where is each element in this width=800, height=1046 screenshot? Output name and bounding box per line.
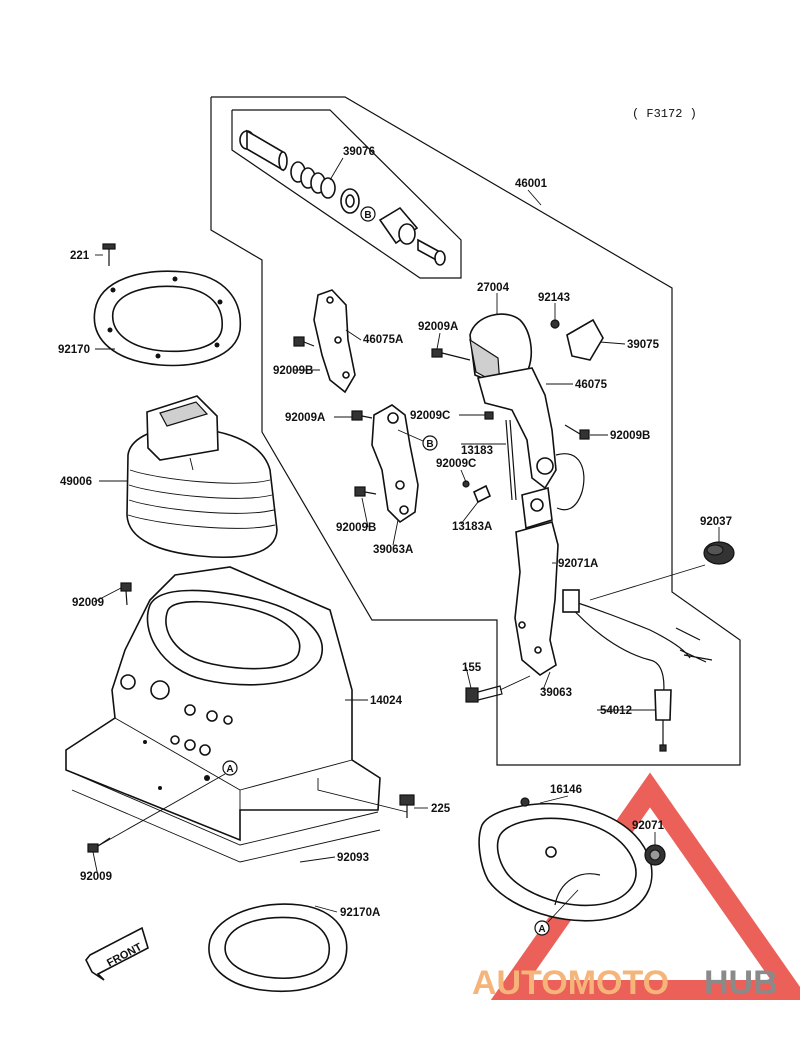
label-92071: 92071: [632, 820, 665, 832]
label-16146: 16146: [550, 784, 582, 796]
clip-13183A: [462, 480, 492, 504]
assembly-outline: [210, 96, 741, 766]
label-13183: 13183: [461, 445, 493, 457]
boot-49006: [126, 395, 278, 559]
rod-13183: [505, 419, 517, 501]
gasket-92170A: [208, 903, 348, 993]
label-221: 221: [70, 250, 90, 262]
screw-92009A-right: [431, 348, 471, 361]
label-92170A: 92170A: [340, 907, 380, 919]
leader-lines: [92, 157, 720, 913]
svg-text:B: B: [364, 210, 371, 221]
screw-92009B-right: [564, 424, 590, 440]
bracket-39063A: [371, 404, 419, 524]
cap-92037: [703, 541, 735, 565]
label-92009A-right: 92009A: [418, 321, 458, 333]
bracket-46075A: [313, 289, 356, 394]
label-92009A-left: 92009A: [285, 412, 325, 424]
label-92037: 92037: [700, 516, 732, 528]
leader-225: [317, 778, 408, 813]
label-92009B-right: 92009B: [610, 430, 650, 442]
lever-46075: [476, 367, 557, 490]
label-155: 155: [462, 662, 482, 674]
label-92009B-top: 92009B: [273, 365, 313, 377]
label-225: 225: [431, 803, 451, 815]
svg-text:B: B: [426, 439, 433, 450]
watermark-part2: HUB: [704, 964, 778, 1002]
label-92009C-top: 92009C: [410, 410, 450, 422]
label-46075: 46075: [575, 379, 608, 391]
wire-harness: [555, 453, 585, 511]
label-39076: 39076: [343, 146, 375, 158]
label-92093: 92093: [337, 852, 369, 864]
bolt-225: [399, 794, 415, 818]
label-27004: 27004: [477, 282, 510, 294]
label-46075A: 46075A: [363, 334, 403, 346]
pivot-shaft-parts: [239, 129, 446, 266]
label-92071A: 92071A: [558, 558, 598, 570]
cover-39075: [566, 318, 604, 361]
gasket-92170: [93, 270, 242, 367]
svg-text:A: A: [538, 924, 545, 935]
screw-92009-left: [120, 582, 132, 606]
screw-221: [102, 243, 116, 266]
screw-92009B-bottom: [354, 486, 377, 497]
label-92009-left: 92009: [72, 597, 104, 609]
screw-92009C-top: [484, 411, 494, 420]
watermark-part1: AUTOMOTO: [472, 964, 669, 1002]
label-39063: 39063: [540, 687, 572, 699]
reference-mark-b1: B: [360, 206, 376, 222]
label-14024: 14024: [370, 695, 403, 707]
nut-92143: [550, 319, 560, 329]
label-39075: 39075: [627, 339, 660, 351]
screw-92009B-top: [293, 336, 315, 347]
reference-mark-b2: B: [422, 435, 438, 451]
front-arrow: FRONT: [85, 926, 149, 981]
label-92170: 92170: [58, 344, 90, 356]
label-92009C-mid: 92009C: [436, 458, 476, 470]
label-49006: 49006: [60, 476, 92, 488]
grommet-92071: [644, 844, 666, 866]
label-46001: 46001: [515, 178, 548, 190]
knob-27004: [469, 313, 532, 387]
label-39063A: 39063A: [373, 544, 413, 556]
bolt-155: [465, 685, 503, 703]
reference-mark-a2: A: [534, 920, 550, 936]
label-92143: 92143: [538, 292, 570, 304]
housing-14024: [65, 566, 381, 863]
watermark-logo: AUTOMOTO HUB: [472, 964, 778, 1002]
leader-a: [97, 773, 226, 847]
reference-mark-a1: A: [222, 760, 238, 776]
label-13183A: 13183A: [452, 521, 492, 533]
figure-reference: ( F3172 ): [632, 107, 697, 121]
label-54012: 54012: [600, 705, 632, 717]
cable-54012: [562, 589, 713, 752]
subassembly-outline: [231, 109, 462, 279]
svg-text:A: A: [226, 764, 233, 775]
label-92009-bottom: 92009: [80, 871, 112, 883]
leader-155: [499, 675, 531, 691]
label-92009B-bottom: 92009B: [336, 522, 376, 534]
screw-92009A-left: [351, 410, 373, 421]
bracket-39063: [514, 486, 559, 676]
case-16146: [478, 797, 653, 922]
